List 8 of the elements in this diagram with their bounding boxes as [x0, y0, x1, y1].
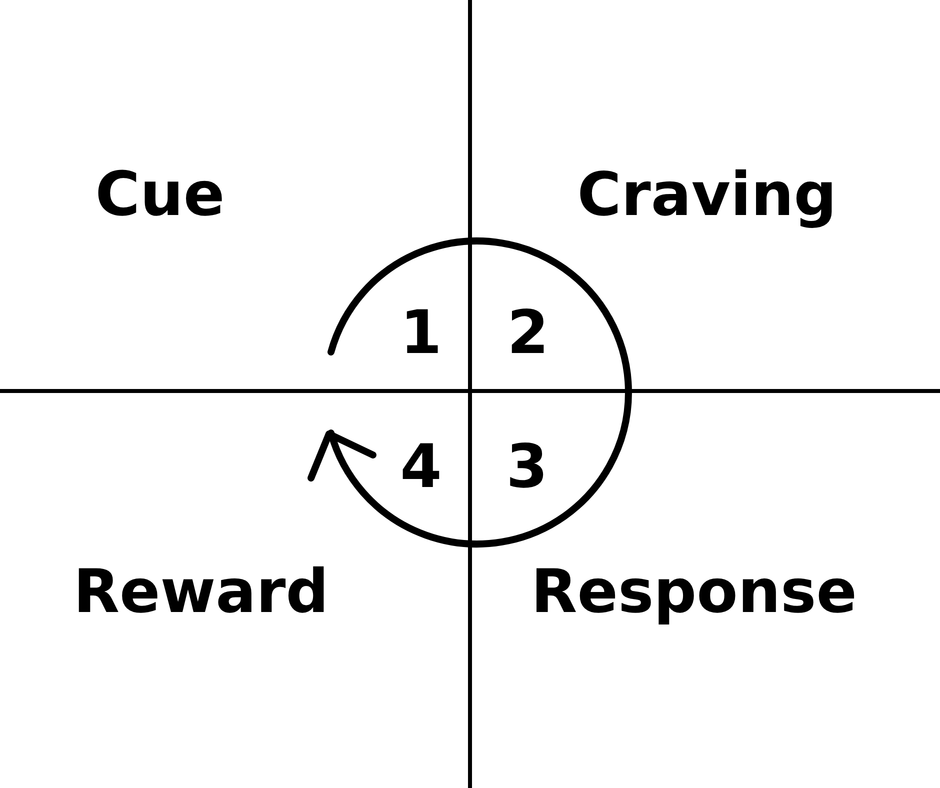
stage-label: Cue [95, 164, 225, 226]
step-number: 4 [400, 437, 442, 498]
stage-label: Reward [73, 562, 329, 622]
step-number: 1 [400, 303, 442, 364]
step-number: 3 [506, 437, 548, 498]
stage-label: Response [531, 562, 857, 622]
stage-label: Craving [577, 165, 837, 226]
step-number: 2 [507, 303, 549, 364]
